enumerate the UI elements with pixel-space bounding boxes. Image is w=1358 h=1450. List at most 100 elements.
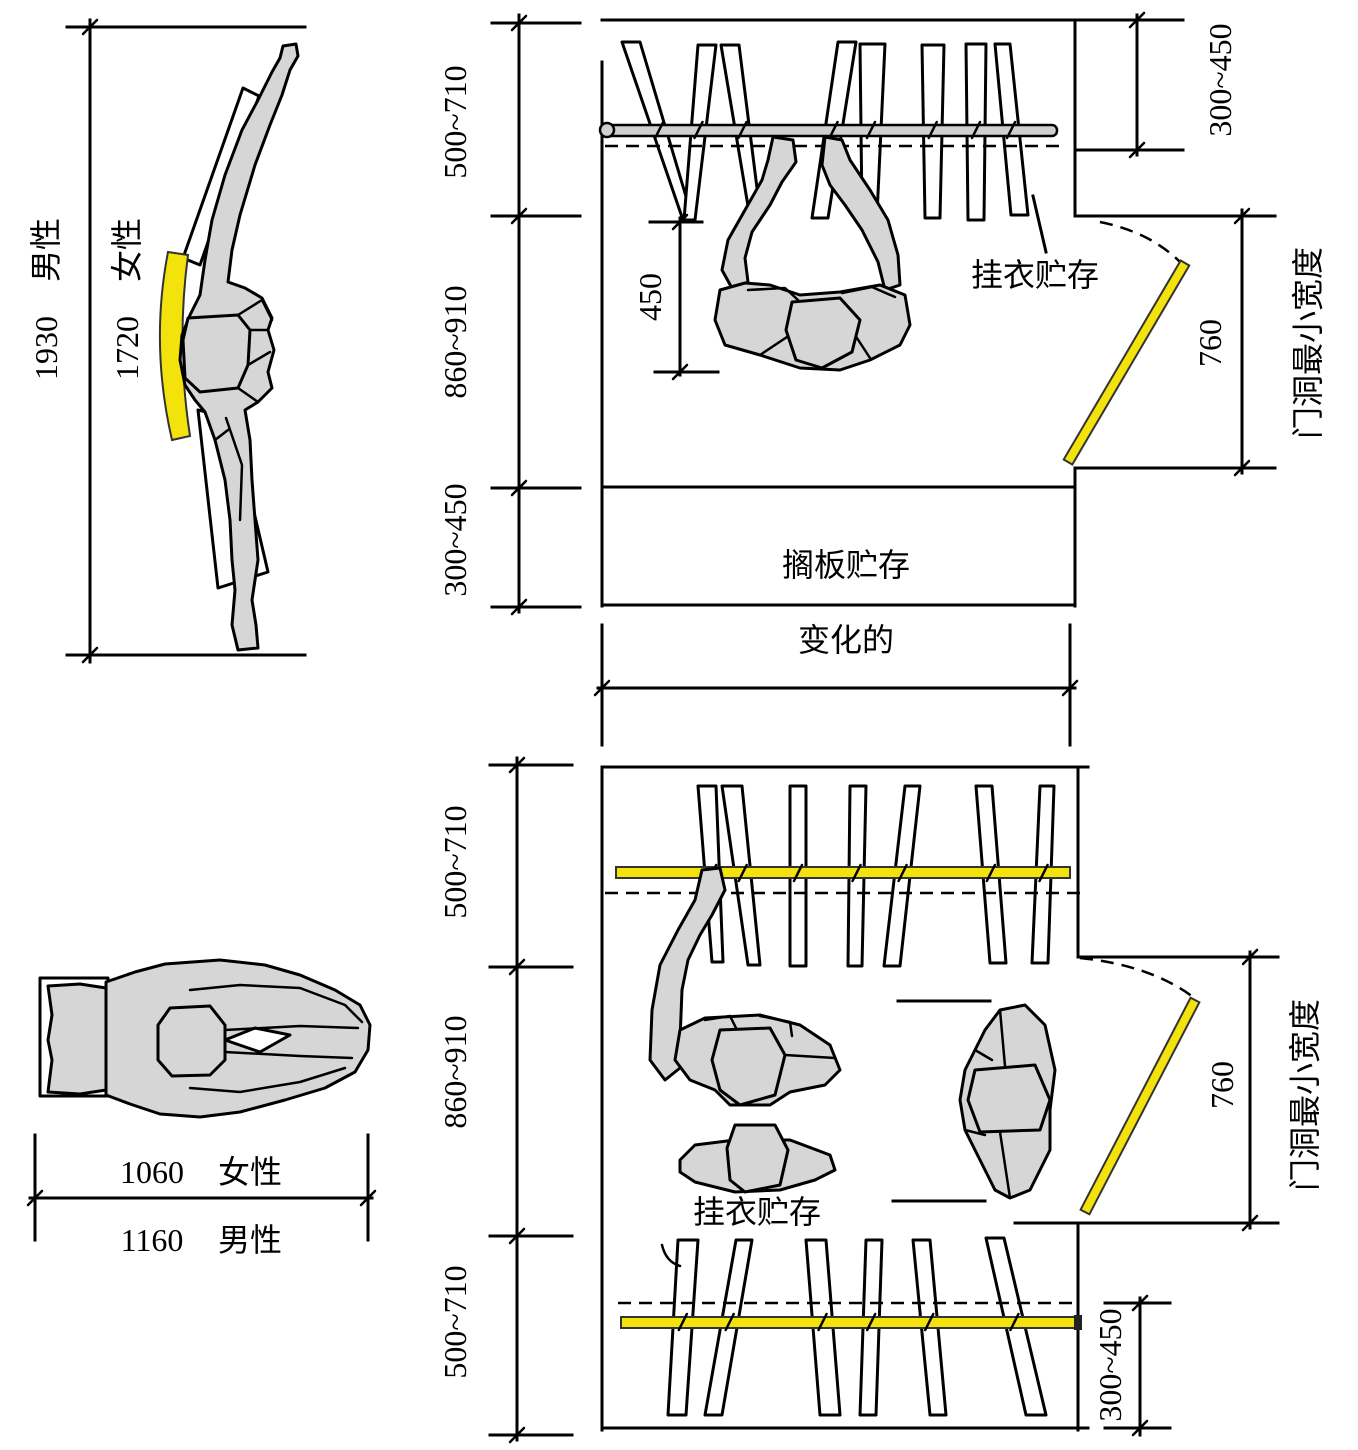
right-arm xyxy=(820,135,902,292)
dim-reach: 450 xyxy=(632,273,668,321)
door-swing-arc xyxy=(1099,220,1181,263)
dim-left-top: 500~710 xyxy=(437,65,473,178)
door-leaf xyxy=(1062,259,1191,466)
dim-rod-clearance: 300~450 xyxy=(1092,1308,1128,1421)
rod-hook-tick xyxy=(927,120,939,140)
head-top-view xyxy=(725,1123,790,1194)
rod-hook-tick xyxy=(737,863,748,883)
rod-hook-tick xyxy=(693,120,704,140)
person-passing xyxy=(958,1003,1057,1200)
dimension-tick xyxy=(508,958,526,976)
shoulder-detail-lines xyxy=(746,285,897,360)
head-top-view xyxy=(966,1063,1052,1134)
female-reach-label: 女性 xyxy=(109,218,145,282)
dim-left-bottom: 300~450 xyxy=(437,483,473,596)
clothes-rod-upper xyxy=(615,866,1071,879)
backpack-inner xyxy=(46,982,108,1096)
male-width-label: 男性 xyxy=(218,1222,282,1258)
body-detail-lines xyxy=(963,1008,1012,1200)
dimension-tick xyxy=(81,18,99,36)
single-rod-closet-plan: 500~710 860~910 300~450 300~450 450 挂衣贮存… xyxy=(437,13,1326,614)
rod-hook-tick xyxy=(724,1312,735,1332)
dimension-tick xyxy=(671,363,689,381)
rod-hook-tick xyxy=(923,1312,935,1332)
person-reaching-rod xyxy=(713,135,912,372)
shoulder-detail-lines xyxy=(703,1014,837,1060)
backpack-side xyxy=(158,250,192,442)
rod-hook-tick xyxy=(1009,1312,1020,1332)
dimension-tick xyxy=(1241,1214,1259,1232)
dimension-tick xyxy=(508,756,526,774)
dimension-tick xyxy=(81,646,99,664)
head-top-view xyxy=(710,1026,787,1107)
rod-hook-tick xyxy=(1038,863,1049,883)
door-leaf xyxy=(1079,996,1201,1216)
person-bending xyxy=(678,1123,837,1194)
dimension-tick xyxy=(671,213,689,231)
dimension-tick xyxy=(508,1227,526,1245)
hanging-storage-label: 挂衣贮存 xyxy=(693,1194,821,1230)
dimension-tick xyxy=(510,14,528,32)
dimension-tick-marks xyxy=(26,11,1259,1444)
rod-hook-tick xyxy=(865,120,877,140)
door-width-label: 门洞最小宽度 xyxy=(1290,247,1326,439)
male-reach-value: 1930 xyxy=(28,316,64,380)
dimension-tick xyxy=(1233,459,1251,477)
hanging-storage-leader xyxy=(1031,194,1048,254)
door-width-value: 760 xyxy=(1204,1061,1240,1109)
dimension-tick xyxy=(1131,1294,1149,1312)
left-arm xyxy=(720,135,798,292)
rod-hook-tick xyxy=(851,863,862,883)
dimension-tick xyxy=(359,1189,377,1207)
rod-hook-tick xyxy=(653,120,665,140)
dim-left-middle: 860~910 xyxy=(437,285,473,398)
female-width-label: 女性 xyxy=(218,1154,282,1190)
door-width-label: 门洞最小宽度 xyxy=(1287,999,1323,1191)
dim-rod-clearance: 300~450 xyxy=(1202,23,1238,136)
rod-hook-tick xyxy=(828,120,839,140)
head-top-view xyxy=(784,296,862,370)
dim-left-bottom: 500~710 xyxy=(437,1265,473,1378)
double-rod-closet-plan: 500~710 860~910 500~710 挂衣贮存 760 门洞最小宽度 … xyxy=(437,756,1323,1442)
rod-hook-tick xyxy=(985,863,997,883)
rod-end-cap xyxy=(1074,1315,1082,1330)
head-outline xyxy=(181,313,252,394)
male-reach-label: 男性 xyxy=(28,218,64,282)
rod-hook-ticks xyxy=(677,1312,1020,1332)
door-width-value: 760 xyxy=(1192,319,1228,367)
dimension-tick xyxy=(510,598,528,616)
dimension-tick xyxy=(593,679,611,697)
dimension-tick xyxy=(1061,679,1079,697)
dimension-tick xyxy=(26,1189,44,1207)
person-reaching-rod xyxy=(648,866,842,1107)
rod-hook-tick xyxy=(1005,120,1017,140)
body-detail-lines xyxy=(213,298,274,522)
dimension-tick xyxy=(1233,207,1251,225)
male-width-value: 1160 xyxy=(121,1222,184,1258)
rod-hook-tick xyxy=(865,1312,877,1332)
dimension-tick xyxy=(1128,11,1146,29)
rod-hook-tick xyxy=(677,1312,689,1332)
dimension-tick xyxy=(1128,141,1146,159)
top-view-figure-diagram: 1060 女性 1160 男性 xyxy=(28,958,374,1258)
rod-hook-tick xyxy=(817,1312,828,1332)
rod-hook-tick xyxy=(897,863,908,883)
arm-detail-lines xyxy=(188,983,364,1094)
rod-hook-tick xyxy=(970,120,982,140)
dimension-tick xyxy=(508,1426,526,1444)
rod-hook-tick xyxy=(792,863,804,883)
shelf-storage-label: 搁板贮存 xyxy=(782,547,910,583)
hanger-hook xyxy=(660,1243,682,1268)
door-swing-arc xyxy=(1079,956,1194,999)
hands-gap xyxy=(223,1026,292,1054)
dimension-tick xyxy=(510,479,528,497)
dimension-tick xyxy=(510,207,528,225)
hanging-storage-label: 挂衣贮存 xyxy=(971,257,1099,293)
rod-hook-ticks xyxy=(653,120,1017,140)
variable-width-label: 变化的 xyxy=(798,622,894,658)
female-width-value: 1060 xyxy=(120,1154,184,1190)
female-reach-value: 1720 xyxy=(109,316,145,380)
rod-end-cap xyxy=(598,121,616,139)
variable-width-dimension: 变化的 xyxy=(596,622,1077,747)
